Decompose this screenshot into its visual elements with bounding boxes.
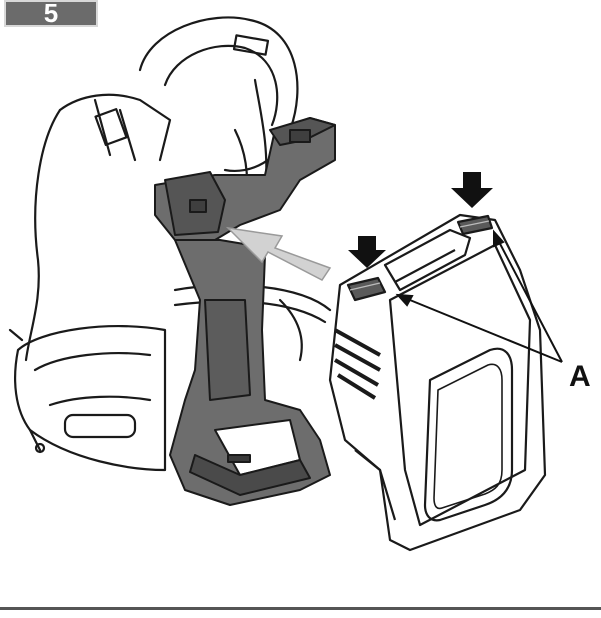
push-arrow-left — [348, 236, 386, 268]
bottom-divider — [0, 607, 601, 610]
step-number-badge: 5 — [4, 0, 98, 27]
battery-unit — [328, 213, 547, 552]
carrier-frame — [154, 117, 336, 506]
push-arrow-right — [451, 172, 493, 208]
callout-label-a: A — [569, 360, 591, 393]
harness — [8, 16, 332, 472]
insertion-arrow — [225, 226, 332, 281]
callout-leaders — [395, 229, 563, 363]
